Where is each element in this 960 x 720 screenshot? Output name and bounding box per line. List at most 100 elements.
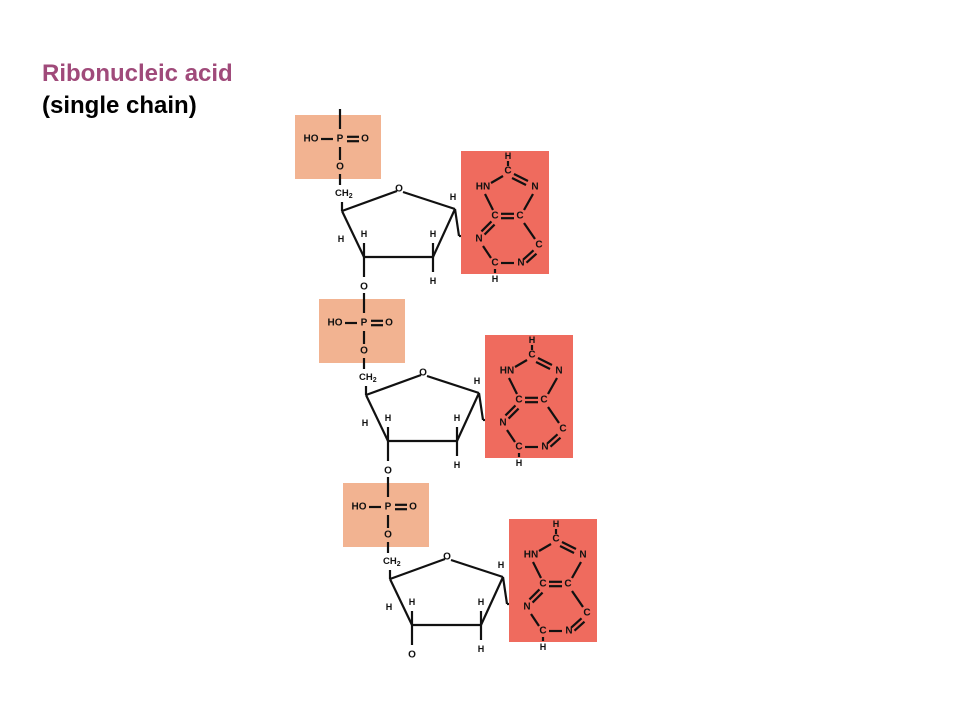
hydrogen-label: H [498,560,505,570]
carbon-label: C [516,211,523,222]
double-bond [507,407,520,420]
carbon-label: C [552,534,559,545]
nitrogen-label: N [541,442,548,453]
bond-line [547,377,558,395]
double-bond [511,176,527,186]
double-bond [561,541,577,551]
bond-line [538,543,552,552]
hydrogen-label: H [505,151,512,161]
base-box [509,519,597,642]
hydrogen-label: H [386,602,393,612]
title-block: Ribonucleic acid (single chain) [42,58,233,122]
carbon-label: C [540,395,547,406]
amine-label: HN [524,550,538,561]
double-bond [570,617,583,629]
carbon-label: C [515,395,522,406]
carbon-label: C [504,166,511,177]
hydrogen-label: H [450,192,457,202]
ring-oxygen-label: O [395,184,403,195]
ch2-label: CH2 [359,372,377,384]
bond-line [480,576,504,626]
ch2-label: CH2 [383,556,401,568]
nitrogen-label: N [579,550,586,561]
amine-label: HN [500,366,514,377]
nitrogen-label: N [523,602,530,613]
oxygen-label: O [385,318,393,329]
nitrogen-label: N [565,626,572,637]
bond-line [514,359,528,368]
bond-line [365,373,422,397]
double-bond [528,588,541,601]
link-oxygen-label: O [384,466,392,477]
double-bond [535,360,551,370]
carbon-label: C [535,240,542,251]
hydrogen-label: H [454,460,461,470]
carbon-label: C [583,608,590,619]
double-bond [573,620,586,632]
nitrogen-label: N [555,366,562,377]
double-bond [549,436,562,448]
bond-line [532,561,542,579]
bond-line [432,208,456,258]
bond-line [402,190,456,211]
hydrogen-label: H [338,234,345,244]
base-box [461,151,549,274]
nitrogen-label: N [531,182,538,193]
hydrogen-label: H [409,597,416,607]
hydrogen-label: H [540,642,547,652]
hydrogen-label: H [553,519,560,529]
hydrogen-label: H [474,376,481,386]
double-bond [559,544,575,554]
bond-line [523,222,536,240]
bond-line [426,374,480,395]
carbon-label: C [515,442,522,453]
carbon-label: C [539,579,546,590]
ring-oxygen-label: O [419,368,427,379]
bond-line [571,590,584,608]
bond-line [482,245,492,259]
hydrogen-label: H [478,597,485,607]
hydrogen-label: H [516,458,523,468]
hydrogen-label: H [454,413,461,423]
double-bond [480,220,493,233]
page-subtitle: (single chain) [42,92,197,119]
nitrogen-label: N [499,418,506,429]
oxygen-label: O [360,346,368,357]
bond-line [523,193,534,211]
phosphorus-label: P [385,502,392,513]
bond-line [530,613,540,627]
phosphorus-label: P [337,134,344,145]
phosphorus-label: P [361,318,368,329]
carbon-label: C [559,424,566,435]
carbon-label: C [528,350,535,361]
phosphate-box [343,483,429,547]
hydrogen-label: H [430,229,437,239]
bond-line [508,377,518,395]
oxygen-label: O [336,162,344,173]
amine-label: HN [476,182,490,193]
oxygen-label: O [384,530,392,541]
bond-line [389,578,413,626]
hydrogen-label: H [430,276,437,286]
nitrogen-label: N [517,258,524,269]
bond-line [450,558,504,579]
hydrogen-label: H [385,413,392,423]
double-bond [522,249,535,261]
page-title: Ribonucleic acid [42,60,233,87]
double-bond [531,591,544,604]
hydroxyl-label: HO [328,318,343,329]
double-bond [525,252,538,264]
hydroxyl-label: HO [304,134,319,145]
bond-line [365,394,389,442]
phosphate-box [295,115,381,179]
bond-line [490,175,504,184]
ring-oxygen-label: O [443,552,451,563]
link-oxygen-label: O [408,650,416,661]
link-oxygen-label: O [360,282,368,293]
bond-line [477,392,485,421]
bond-line [456,392,480,442]
double-bond [546,433,559,445]
carbon-label: C [564,579,571,590]
bond-line [341,210,365,258]
